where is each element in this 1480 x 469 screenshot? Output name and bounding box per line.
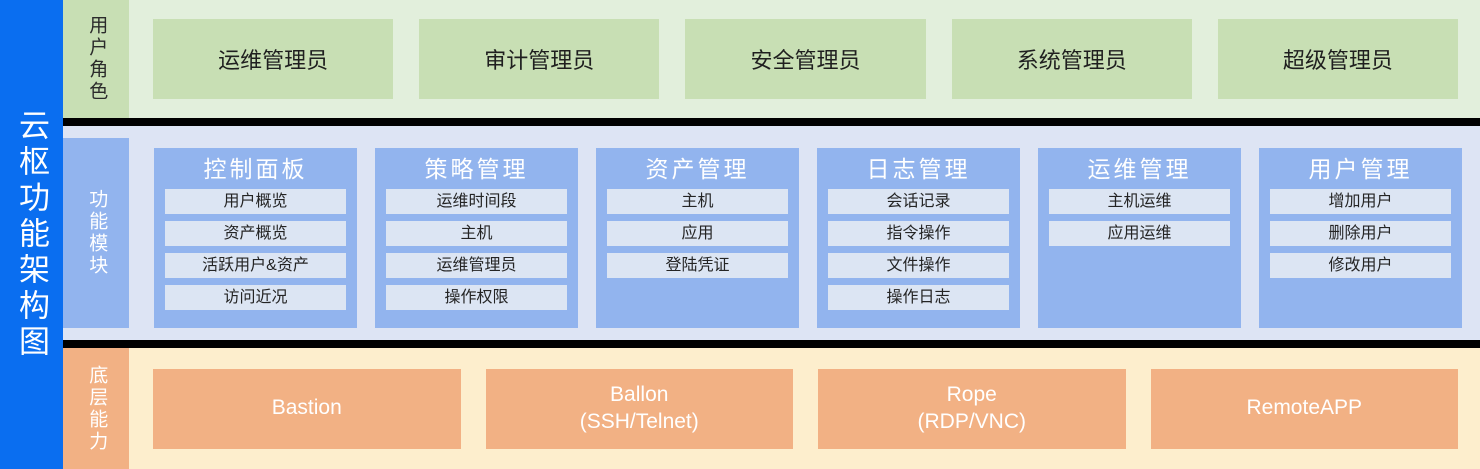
module-card-title: 资产管理 (645, 156, 750, 182)
module-card[interactable]: 资产管理 主机 应用 登陆凭证 (596, 148, 799, 328)
module-item[interactable]: 活跃用户&资产 (165, 253, 346, 279)
module-card-items: 用户概览 资产概览 活跃用户&资产 访问近况 (165, 189, 346, 311)
row-divider (63, 340, 1480, 348)
user-roles-list: 运维管理员 审计管理员 安全管理员 系统管理员 超级管理员 (129, 0, 1480, 118)
module-card-title: 运维管理 (1087, 156, 1192, 182)
role-box[interactable]: 超级管理员 (1217, 19, 1459, 99)
module-card-title: 控制面板 (203, 156, 308, 182)
module-card-list: 控制面板 用户概览 资产概览 活跃用户&资产 访问近况 策略管理 运维时间段 主… (129, 126, 1480, 340)
base-capability-box[interactable]: RemoteAPP (1150, 368, 1458, 449)
module-card[interactable]: 策略管理 运维时间段 主机 运维管理员 操作权限 (375, 148, 578, 328)
module-item[interactable]: 运维时间段 (386, 189, 567, 215)
row-label-base-capabilities: 底层能力 (63, 348, 129, 469)
module-item[interactable]: 主机 (607, 189, 788, 215)
module-item[interactable]: 文件操作 (828, 253, 1009, 279)
row-label-functional-modules-text: 功能模块 (86, 189, 108, 277)
module-card-items: 增加用户 删除用户 修改用户 (1270, 189, 1451, 279)
role-box[interactable]: 系统管理员 (951, 19, 1192, 99)
module-item[interactable]: 应用运维 (1049, 221, 1230, 247)
module-item[interactable]: 操作权限 (386, 285, 567, 311)
module-card-items: 主机运维 应用运维 (1049, 189, 1230, 247)
module-card-title: 策略管理 (424, 156, 529, 182)
module-item[interactable]: 运维管理员 (386, 253, 567, 279)
base-capability-box[interactable]: Ballon (SSH/Telnet) (485, 368, 793, 449)
module-card[interactable]: 运维管理 主机运维 应用运维 (1038, 148, 1241, 328)
module-item[interactable]: 应用 (607, 221, 788, 247)
module-item[interactable]: 会话记录 (828, 189, 1009, 215)
module-card-items: 会话记录 指令操作 文件操作 操作日志 (828, 189, 1009, 311)
module-card[interactable]: 用户管理 增加用户 删除用户 修改用户 (1259, 148, 1462, 328)
module-item[interactable]: 访问近况 (165, 285, 346, 311)
row-label-functional-modules: 功能模块 (63, 138, 129, 328)
diagram-title-bar: 云枢功能架构图 (0, 0, 63, 469)
module-card[interactable]: 控制面板 用户概览 资产概览 活跃用户&资产 访问近况 (154, 148, 357, 328)
module-item[interactable]: 登陆凭证 (607, 253, 788, 279)
module-card-title: 用户管理 (1308, 156, 1413, 182)
module-item[interactable]: 增加用户 (1270, 189, 1451, 215)
module-item[interactable]: 主机运维 (1049, 189, 1230, 215)
role-box[interactable]: 安全管理员 (685, 19, 926, 99)
module-card-items: 运维时间段 主机 运维管理员 操作权限 (386, 189, 567, 311)
row-base-capabilities: 底层能力 Bastion Ballon (SSH/Telnet) Rope (R… (63, 348, 1480, 469)
module-card-items: 主机 应用 登陆凭证 (607, 189, 788, 279)
role-box[interactable]: 审计管理员 (419, 19, 660, 99)
module-item[interactable]: 操作日志 (828, 285, 1009, 311)
row-label-base-capabilities-text: 底层能力 (86, 364, 108, 453)
module-item[interactable]: 指令操作 (828, 221, 1009, 247)
module-item[interactable]: 资产概览 (165, 221, 346, 247)
base-capability-box[interactable]: Bastion (153, 368, 461, 449)
row-divider (63, 118, 1480, 126)
module-card-title: 日志管理 (866, 156, 971, 182)
row-functional-modules: 功能模块 控制面板 用户概览 资产概览 活跃用户&资产 访问近况 策略管理 运维… (63, 126, 1480, 340)
role-box[interactable]: 运维管理员 (153, 19, 394, 99)
module-item[interactable]: 主机 (386, 221, 567, 247)
row-label-user-roles: 用户角色 (63, 0, 129, 118)
page-title: 云枢功能架构图 (14, 108, 49, 361)
module-item[interactable]: 删除用户 (1270, 221, 1451, 247)
base-capability-list: Bastion Ballon (SSH/Telnet) Rope (RDP/VN… (129, 348, 1480, 469)
diagram-rows: 用户角色 运维管理员 审计管理员 安全管理员 系统管理员 超级管理员 功能模块 … (63, 0, 1480, 469)
module-item[interactable]: 修改用户 (1270, 253, 1451, 279)
module-card[interactable]: 日志管理 会话记录 指令操作 文件操作 操作日志 (817, 148, 1020, 328)
row-user-roles: 用户角色 运维管理员 审计管理员 安全管理员 系统管理员 超级管理员 (63, 0, 1480, 118)
row-label-user-roles-text: 用户角色 (86, 15, 108, 103)
module-item[interactable]: 用户概览 (165, 189, 346, 215)
base-capability-box[interactable]: Rope (RDP/VNC) (818, 368, 1126, 449)
